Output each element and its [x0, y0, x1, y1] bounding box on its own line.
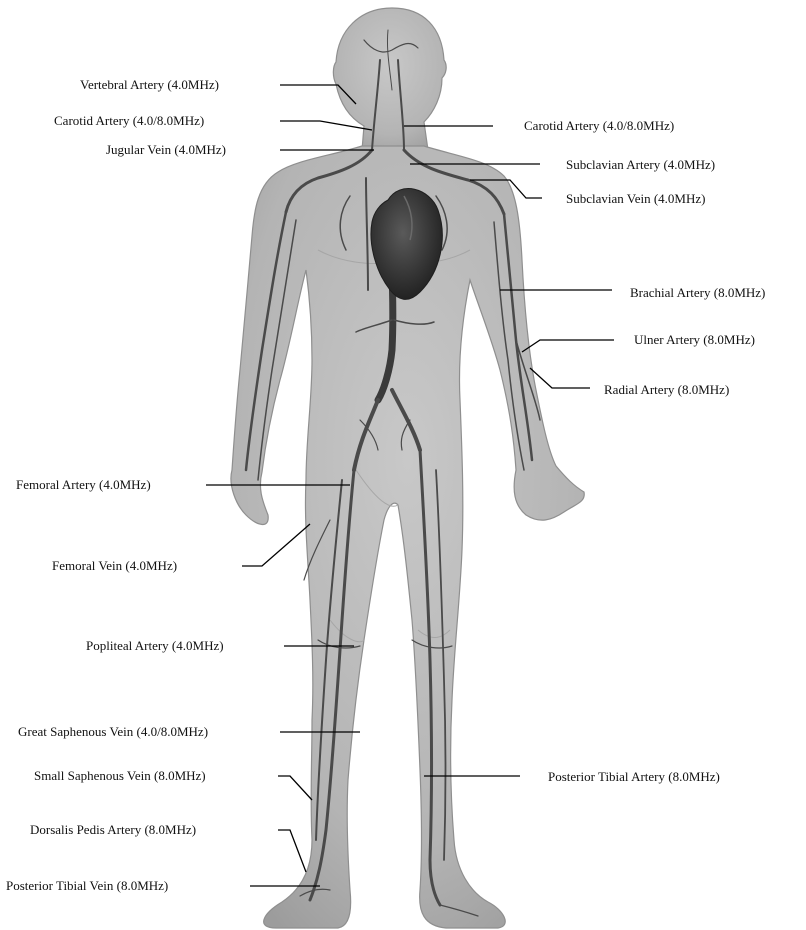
body-silhouette [231, 8, 584, 928]
label-ulner-artery: Ulner Artery (8.0MHz) [634, 332, 755, 348]
leader-radial-artery [530, 368, 590, 388]
leader-dorsalis-pedis-artery [278, 830, 306, 872]
label-small-saphenous-vein: Small Saphenous Vein (8.0MHz) [34, 768, 206, 784]
leader-femoral-vein [242, 524, 310, 566]
label-popliteal-artery: Popliteal Artery (4.0MHz) [86, 638, 224, 654]
label-femoral-artery: Femoral Artery (4.0MHz) [16, 477, 151, 493]
label-posterior-tibial-artery: Posterior Tibial Artery (8.0MHz) [548, 769, 720, 785]
label-great-saphenous-vein: Great Saphenous Vein (4.0/8.0MHz) [18, 724, 208, 740]
label-jugular-vein: Jugular Vein (4.0MHz) [106, 142, 226, 158]
label-dorsalis-pedis-artery: Dorsalis Pedis Artery (8.0MHz) [30, 822, 196, 838]
label-radial-artery: Radial Artery (8.0MHz) [604, 382, 729, 398]
label-subclavian-vein: Subclavian Vein (4.0MHz) [566, 191, 705, 207]
label-carotid-artery-right: Carotid Artery (4.0/8.0MHz) [524, 118, 674, 134]
head [333, 8, 446, 150]
label-carotid-artery-left: Carotid Artery (4.0/8.0MHz) [54, 113, 204, 129]
label-posterior-tibial-vein: Posterior Tibial Vein (8.0MHz) [6, 878, 168, 894]
label-brachial-artery: Brachial Artery (8.0MHz) [630, 285, 765, 301]
label-subclavian-artery: Subclavian Artery (4.0MHz) [566, 157, 715, 173]
leader-small-saphenous-vein [278, 776, 312, 800]
label-femoral-vein: Femoral Vein (4.0MHz) [52, 558, 177, 574]
label-vertebral-artery: Vertebral Artery (4.0MHz) [80, 77, 219, 93]
leader-ulner-artery [522, 340, 614, 352]
